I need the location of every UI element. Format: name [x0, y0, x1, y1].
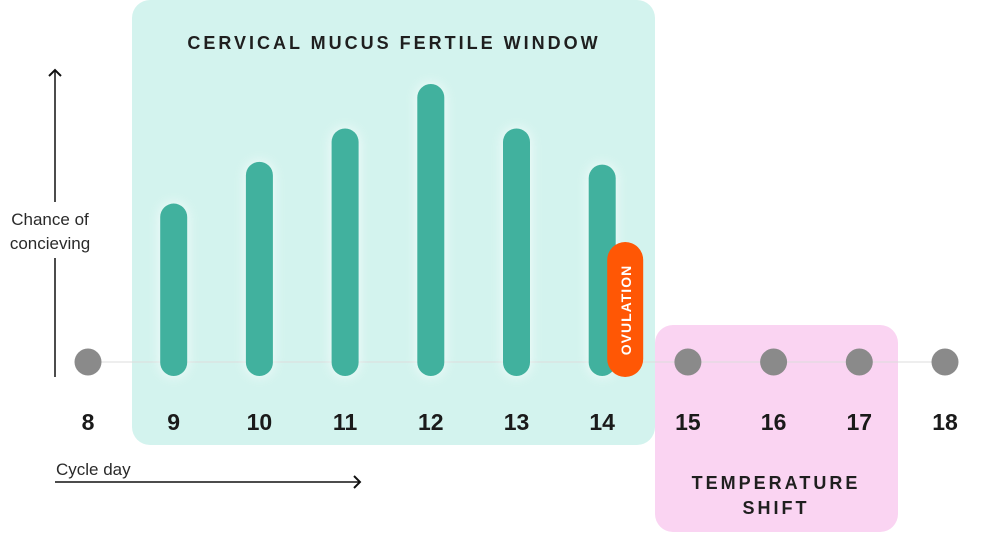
x-tick-label: 18 [932, 409, 958, 435]
x-axis-label: Cycle day [56, 460, 131, 479]
dot-day-8 [74, 348, 102, 376]
x-tick-label: 8 [82, 409, 95, 435]
bar-day-12 [417, 84, 445, 376]
bar-day-9 [160, 203, 188, 376]
x-tick-label: 17 [847, 409, 873, 435]
bar-day-10 [245, 161, 273, 376]
temperature-shift-title-line2: SHIFT [743, 498, 810, 518]
x-tick-label: 12 [418, 409, 444, 435]
temperature-shift-title-line1: TEMPERATURE [692, 473, 861, 493]
bar-day-11 [331, 128, 359, 376]
x-tick-label: 16 [761, 409, 787, 435]
x-tick-label: 11 [333, 409, 358, 435]
x-tick-label: 10 [247, 409, 273, 435]
fertile-window-region [132, 0, 655, 445]
dot-day-15 [674, 348, 702, 376]
ovulation-marker [607, 242, 644, 377]
dot-day-18 [931, 348, 959, 376]
fertile-window-title: CERVICAL MUCUS FERTILE WINDOW [187, 33, 600, 53]
x-tick-label: 15 [675, 409, 701, 435]
temperature-shift-region [655, 325, 898, 532]
x-tick-label: 9 [167, 409, 180, 435]
dot-day-16 [760, 348, 788, 376]
x-tick-label: 13 [504, 409, 530, 435]
bar-day-13 [503, 128, 530, 376]
y-label-bg [0, 202, 105, 258]
dot-day-17 [845, 348, 873, 376]
x-tick-label: 14 [589, 409, 615, 435]
ovulation-label: OVULATION [618, 265, 634, 355]
